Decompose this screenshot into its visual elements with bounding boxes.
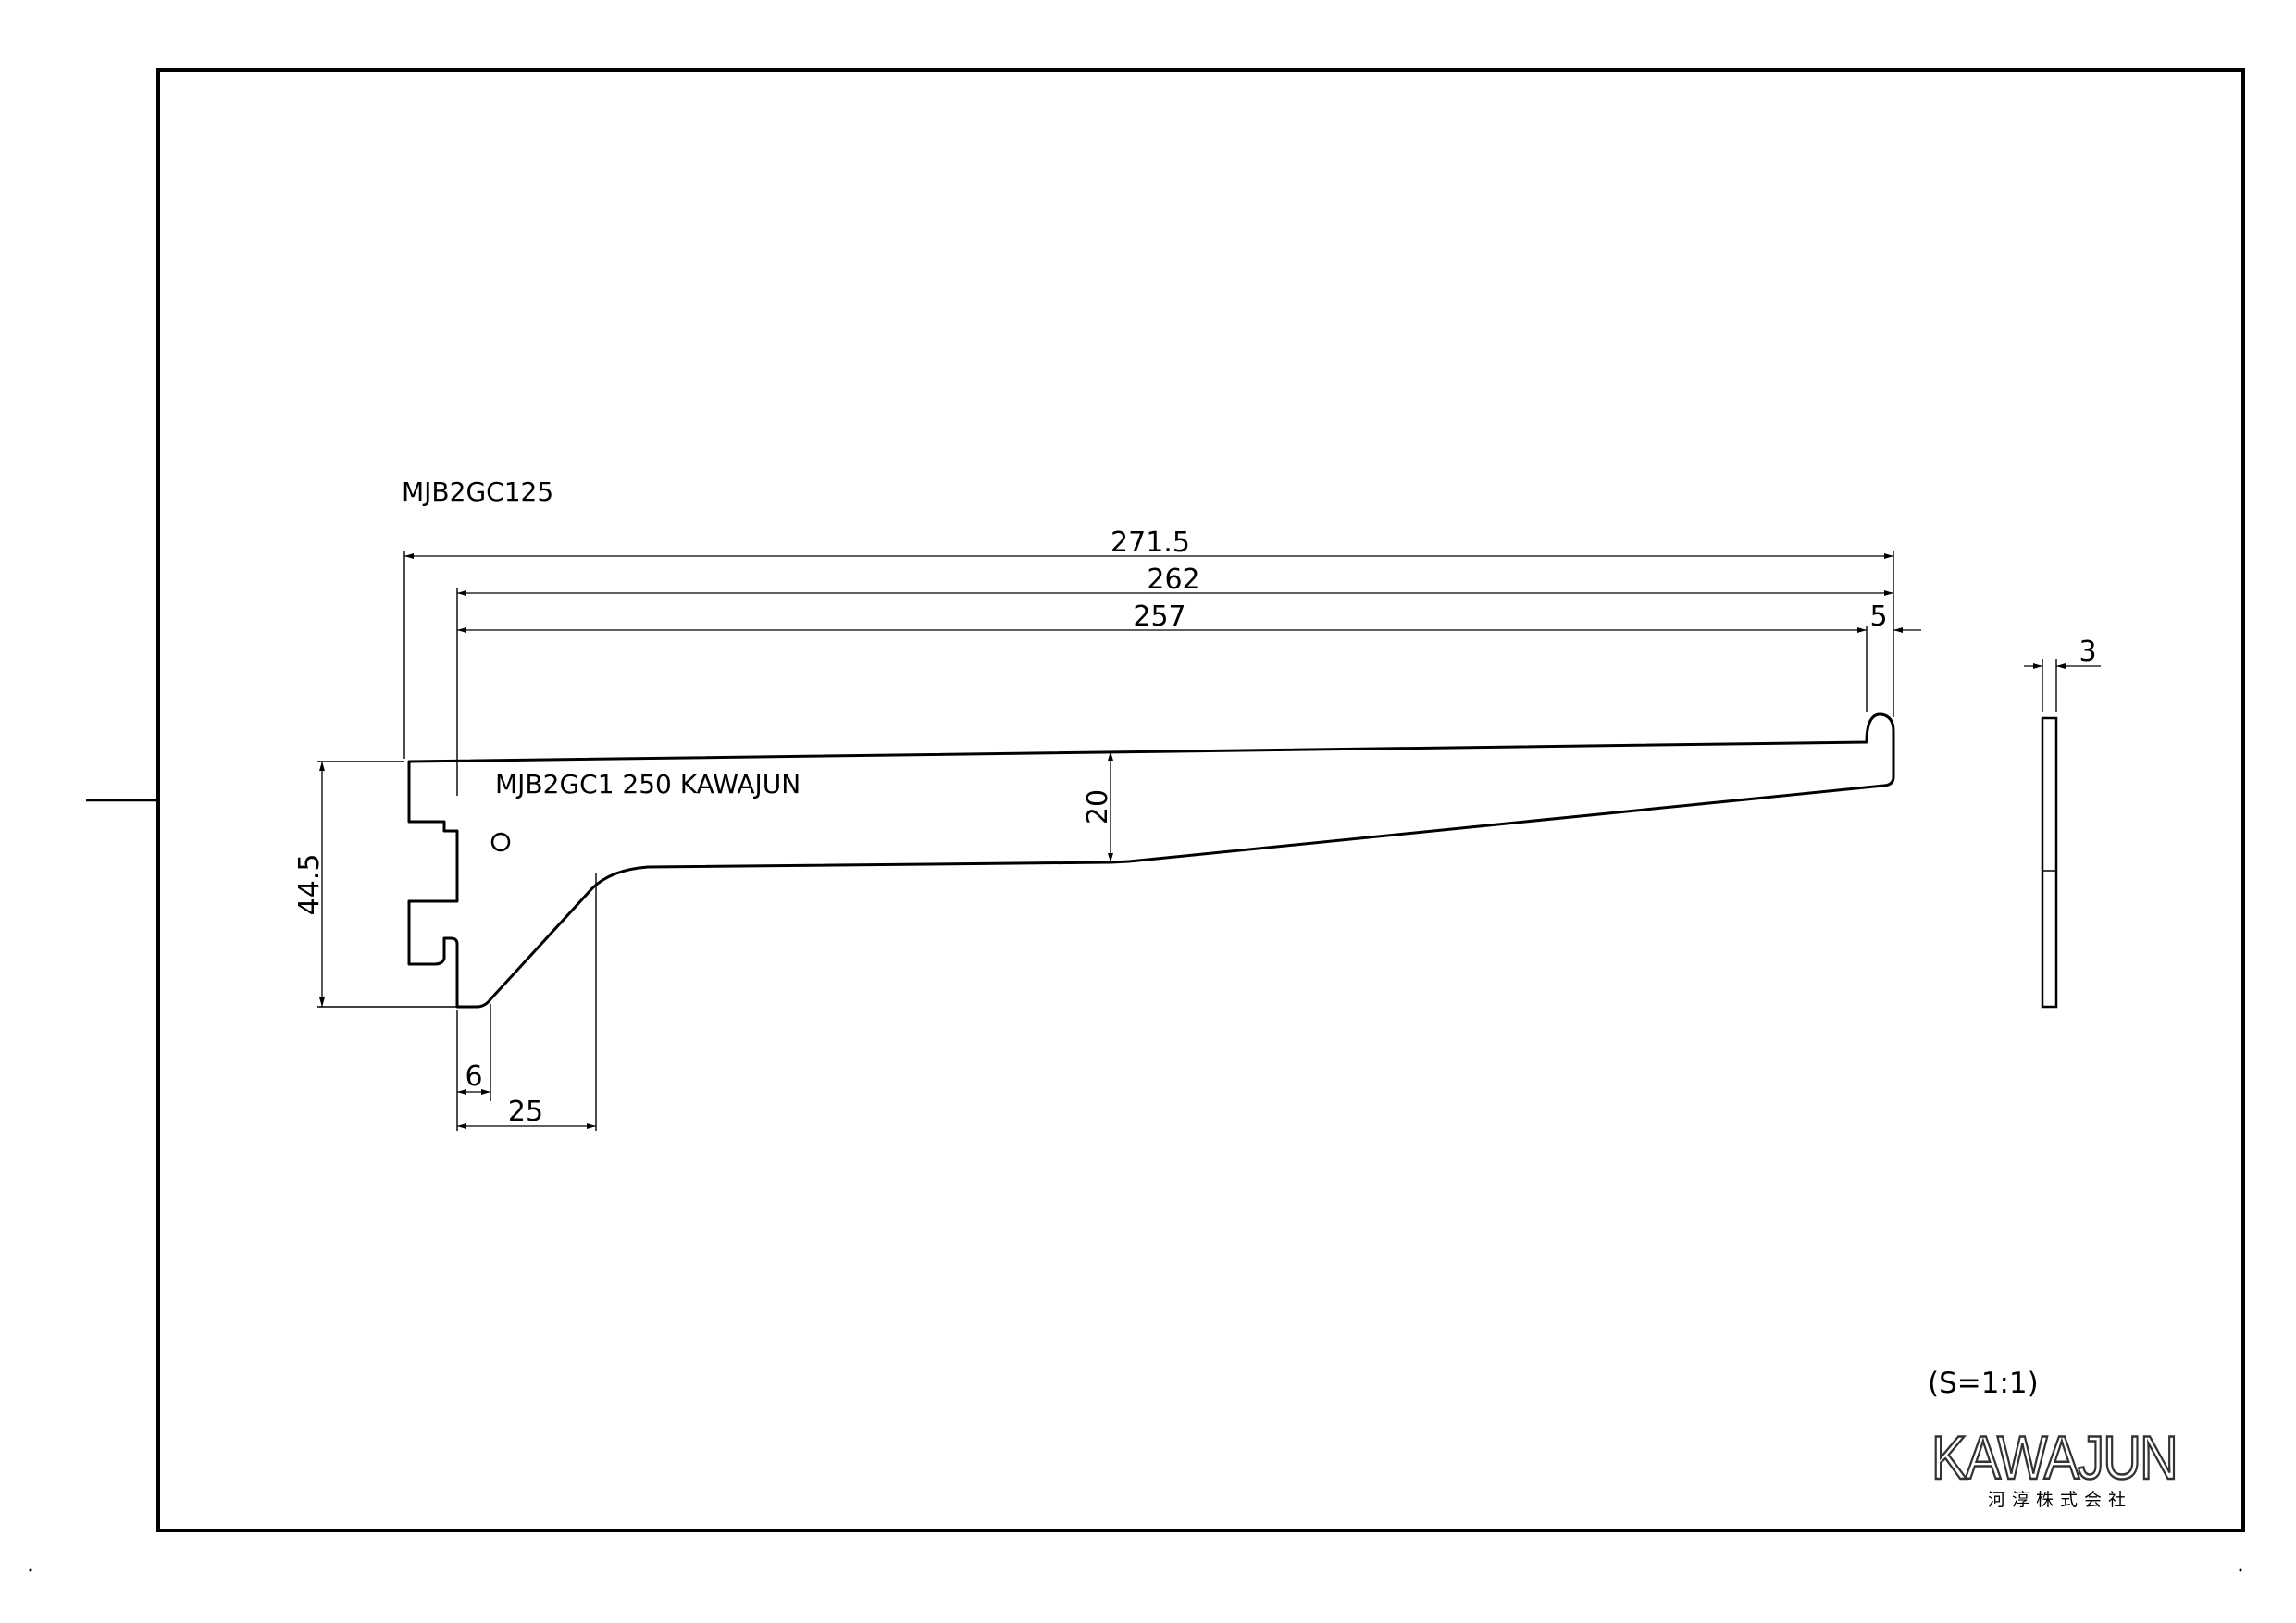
dim-toe-offset: 6 bbox=[465, 1060, 482, 1093]
dimension-lines bbox=[319, 553, 2101, 1129]
dim-height: 44.5 bbox=[293, 854, 326, 916]
model-label: MJB2GC125 bbox=[402, 477, 553, 507]
part-marking: MJB2GC1 250 KAWAJUN bbox=[495, 769, 800, 799]
dim-overall-length: 271.5 bbox=[1111, 527, 1190, 559]
dim-tip-width: 5 bbox=[1869, 601, 1887, 633]
company-name: 河淳株式会社 bbox=[1988, 1490, 2132, 1510]
extension-lines bbox=[317, 551, 2057, 1131]
bracket-outline bbox=[407, 712, 1895, 1009]
dim-curve-length: 25 bbox=[508, 1096, 543, 1128]
drawing-frame bbox=[156, 68, 2245, 1532]
dim-arm-length: 262 bbox=[1147, 564, 1199, 596]
brand-logo: KAWAJUN bbox=[1931, 1423, 2177, 1492]
dim-thickness: 3 bbox=[2079, 636, 2096, 668]
corner-dot-left bbox=[29, 1568, 32, 1572]
dim-arm-depth: 20 bbox=[1082, 789, 1114, 824]
scale-label: (S=1:1) bbox=[1928, 1367, 2039, 1400]
bracket-front-view bbox=[2041, 716, 2058, 1009]
dim-inner-length: 257 bbox=[1133, 601, 1185, 633]
corner-dot-right bbox=[2239, 1568, 2242, 1572]
mounting-hole bbox=[490, 832, 511, 852]
